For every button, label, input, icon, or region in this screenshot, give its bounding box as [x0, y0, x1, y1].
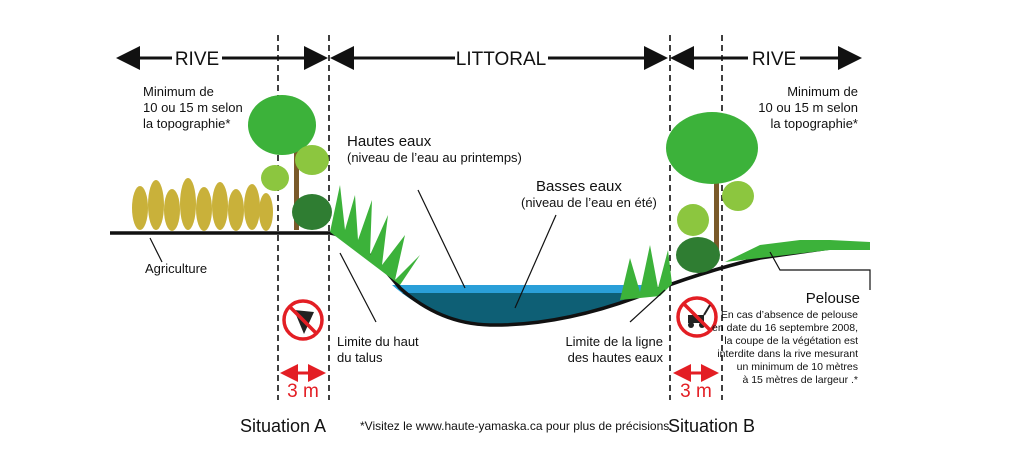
zone-arrows: RIVE LITTORAL RIVE: [116, 46, 862, 70]
agriculture-label: Agriculture: [145, 261, 207, 276]
pelouse-line: interdite dans la rive mesurant: [717, 348, 858, 360]
grass-right-icon: [620, 240, 870, 300]
pelouse-line: la coupe de la végétation est: [724, 335, 858, 347]
pelouse-line: un minimum de 10 mètres: [737, 361, 858, 373]
basses-eaux-sub: (niveau de l’eau en été): [521, 195, 657, 210]
limite-talus-2: du talus: [337, 350, 383, 365]
min-right-3: la topographie*: [771, 116, 858, 131]
limite-ligne-2: des hautes eaux: [568, 350, 664, 365]
situation-a: Situation A: [240, 416, 326, 436]
basses-eaux-title: Basses eaux: [536, 178, 622, 195]
limite-talus-1: Limite du haut: [337, 334, 419, 349]
min-right-1: Minimum de: [787, 84, 858, 99]
tree-right-icon: [666, 112, 758, 273]
pelouse-line: En cas d’absence de pelouse: [721, 309, 858, 321]
distance-a-label: 3 m: [287, 381, 319, 402]
distance-b-label: 3 m: [680, 381, 712, 402]
footnote: *Visitez le www.haute-yamaska.ca pour pl…: [360, 419, 673, 433]
zone-littoral: LITTORAL: [456, 49, 546, 70]
min-left-2: 10 ou 15 m selon: [143, 100, 243, 115]
pelouse-line: en date du 16 septembre 2008,: [712, 322, 858, 334]
hautes-eaux-title: Hautes eaux: [347, 133, 432, 150]
agriculture-crops-icon: [132, 178, 273, 231]
grass-slope-icon: [330, 185, 420, 285]
pelouse-title: Pelouse: [806, 290, 860, 307]
no-mowing-icon: [676, 296, 718, 338]
pelouse-note: En cas d’absence de pelouse en date du 1…: [712, 309, 858, 386]
zone-rive-left: RIVE: [175, 49, 219, 70]
no-cutting-vegetation-icon: [282, 299, 324, 341]
hautes-eaux-sub: (niveau de l’eau au printemps): [347, 150, 522, 165]
pelouse-line: à 15 mètres de largeur .*: [742, 374, 858, 386]
min-right-2: 10 ou 15 m selon: [758, 100, 858, 115]
zone-rive-right: RIVE: [752, 49, 796, 70]
water-low: [402, 293, 648, 325]
situation-b: Situation B: [668, 416, 755, 436]
limite-ligne-1: Limite de la ligne: [565, 334, 663, 349]
tree-left-icon: [248, 95, 332, 230]
min-left-3: la topographie*: [143, 116, 230, 131]
leader-lines: [149, 189, 871, 323]
min-left-1: Minimum de: [143, 84, 214, 99]
